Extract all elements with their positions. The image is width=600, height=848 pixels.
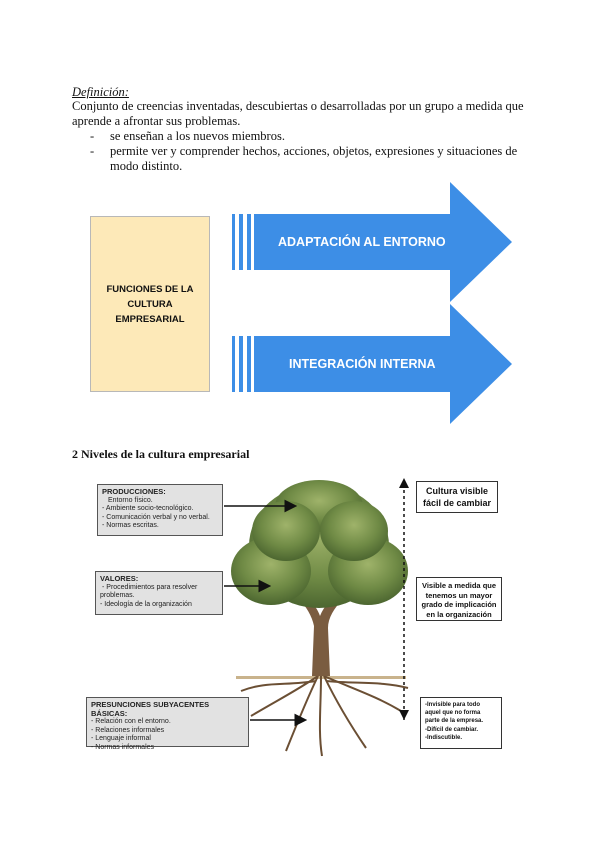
right-box-line: Visible a medida que [417, 581, 501, 591]
connector-arrows [0, 470, 600, 770]
right-box-invisible: -Invisible para todo aquel que no forma … [420, 697, 502, 749]
axis-arrow-down [399, 710, 409, 720]
arrow-bottom-label: INTEGRACIÓN INTERNA [289, 357, 436, 371]
bullet-item: permite ver y comprender hechos, accione… [110, 144, 517, 159]
right-box-line: aquel que no forma [425, 709, 497, 717]
bullet-dash: - [90, 144, 94, 159]
functions-box-line: FUNCIONES DE LA [106, 282, 193, 297]
bullet-item: se enseñan a los nuevos miembros. [110, 129, 285, 144]
right-box-line: -Difícil de cambiar. [425, 726, 497, 734]
right-box-line: -Indiscutible. [425, 734, 497, 742]
right-box-line: fácil de cambiar [417, 497, 497, 509]
right-box-implication: Visible a medida que tenemos un mayor gr… [416, 577, 502, 621]
right-box-line: Cultura visible [417, 485, 497, 497]
definition-title: Definición: [72, 85, 129, 100]
functions-box-line: EMPRESARIAL [106, 312, 193, 327]
arrow-top-label: ADAPTACIÓN AL ENTORNO [278, 235, 446, 249]
bullet-dash: - [90, 129, 94, 144]
functions-box: FUNCIONES DE LA CULTURA EMPRESARIAL [90, 216, 210, 392]
axis-arrow-up [399, 478, 409, 488]
right-box-line: en la organización [417, 610, 501, 620]
definition-line-1: Conjunto de creencias inventadas, descub… [72, 99, 532, 114]
functions-arrows [228, 180, 518, 430]
definition-text: Conjunto de creencias inventadas, descub… [72, 99, 532, 129]
functions-box-line: CULTURA [106, 297, 193, 312]
right-box-line: -Invisible para todo [425, 701, 497, 709]
right-box-line: grado de implicación [417, 600, 501, 610]
bullet-item-continuation: modo distinto. [110, 159, 182, 174]
right-box-line: parte de la empresa. [425, 717, 497, 725]
definition-line-2: aprende a afrontar sus problemas. [72, 114, 532, 129]
right-box-visible: Cultura visible fácil de cambiar [416, 481, 498, 513]
right-box-line: tenemos un mayor [417, 591, 501, 601]
section-title: 2 Niveles de la cultura empresarial [72, 447, 249, 462]
